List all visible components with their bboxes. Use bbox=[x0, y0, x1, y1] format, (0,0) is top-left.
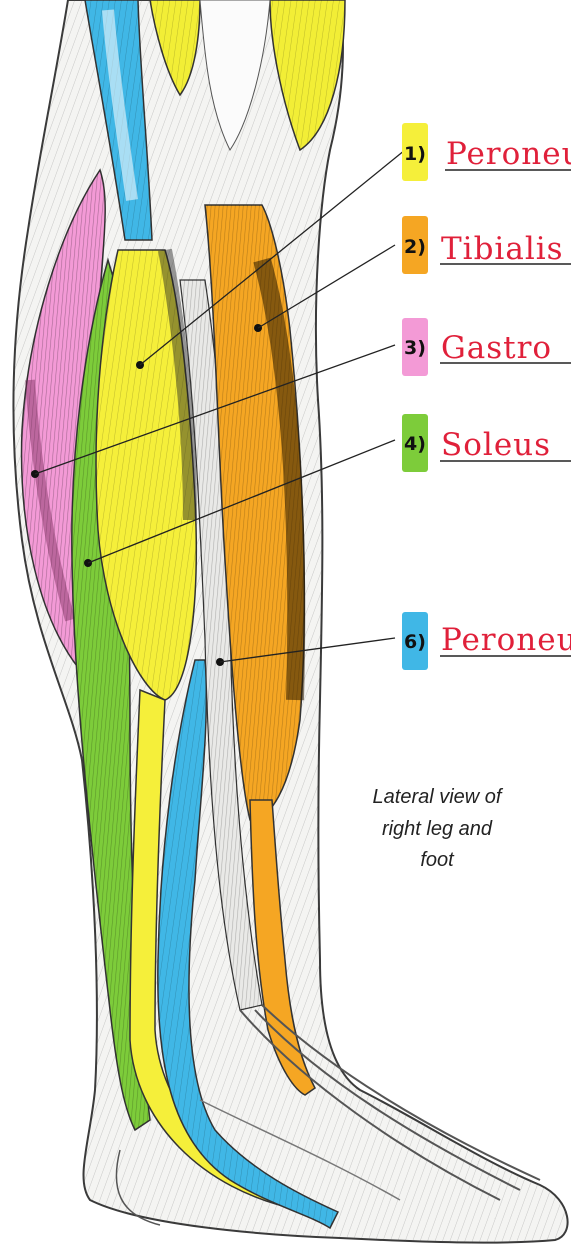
answer-6: Peroneu bbox=[441, 622, 571, 658]
caption-line-3: foot bbox=[420, 849, 455, 871]
label-number-3: 3) bbox=[404, 337, 426, 359]
label-number-2: 2) bbox=[404, 236, 426, 258]
label-number-6: 6) bbox=[404, 631, 426, 653]
label-number-1: 1) bbox=[404, 143, 426, 165]
handwritten-answers: Peroneu Tibialis Gastro Soleus Peroneu bbox=[441, 136, 571, 658]
color-key-chips bbox=[402, 123, 428, 670]
answer-4: Soleus bbox=[441, 427, 551, 463]
caption-line-1: Lateral view of bbox=[373, 786, 504, 808]
answer-2: Tibialis bbox=[441, 231, 564, 267]
diagram-caption: Lateral view of right leg and foot bbox=[373, 786, 504, 871]
answer-1: Peroneu bbox=[446, 136, 571, 172]
caption-line-2: right leg and bbox=[382, 818, 493, 840]
label-number-4: 4) bbox=[404, 433, 426, 455]
answer-3: Gastro bbox=[441, 330, 552, 366]
